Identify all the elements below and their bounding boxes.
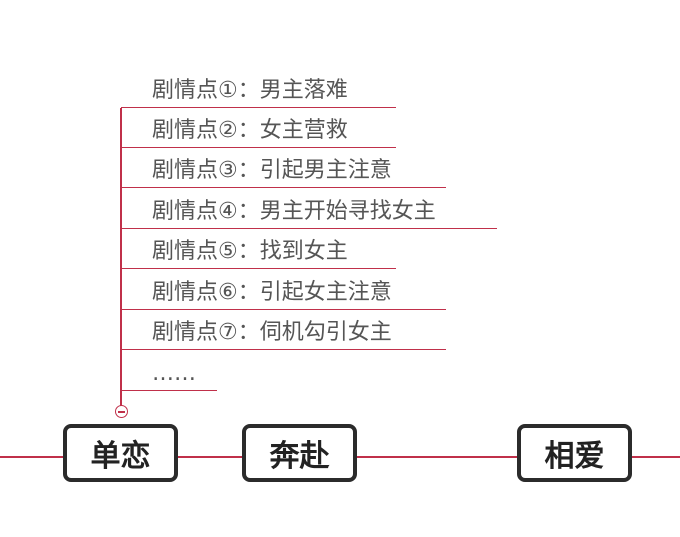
plot-point-underline [121, 146, 396, 148]
plot-point-underline [121, 227, 497, 229]
plot-point-underline [121, 348, 446, 350]
plot-point-label: 剧情点⑦：伺机勾引女主 [152, 320, 392, 345]
stage-node-2[interactable]: 奔赴 [242, 424, 357, 482]
plot-point-underline [121, 186, 446, 188]
collapse-toggle-icon[interactable] [115, 405, 128, 418]
branch-spine [120, 108, 122, 406]
plot-point-label: 剧情点②：女主营救 [152, 118, 348, 143]
stage-node-3[interactable]: 相爱 [517, 424, 632, 482]
plot-point-underline [121, 308, 446, 310]
plot-point-label: 剧情点①：男主落难 [152, 78, 348, 103]
plot-point-label: 剧情点⑥：引起女主注意 [152, 280, 392, 305]
plot-point-label: …… [152, 361, 196, 386]
plot-point-underline [121, 389, 217, 391]
plot-point-label: 剧情点⑤：找到女主 [152, 239, 348, 264]
stage-node-1[interactable]: 单恋 [63, 424, 178, 482]
plot-point-label: 剧情点④：男主开始寻找女主 [152, 199, 436, 224]
plot-point-label: 剧情点③：引起男主注意 [152, 158, 392, 183]
plot-point-underline [121, 267, 396, 269]
plot-point-underline [121, 106, 396, 108]
